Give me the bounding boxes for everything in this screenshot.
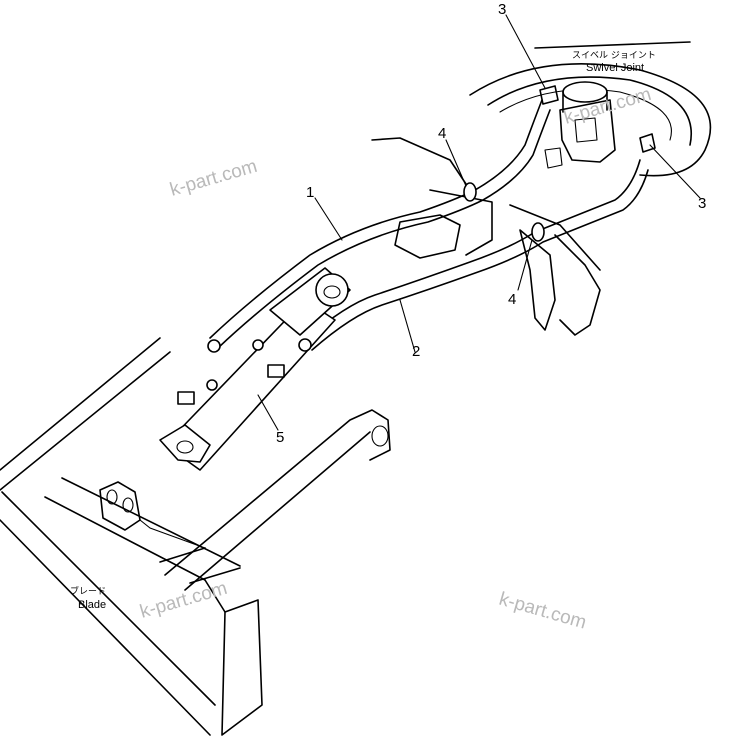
clamp-4-upper xyxy=(463,182,477,202)
swivel-joint-label-en: Swivel Joint xyxy=(586,62,644,74)
hose-1 xyxy=(209,99,551,349)
blade-cylinder-5 xyxy=(159,267,351,471)
hose-2 xyxy=(304,159,649,351)
swivel-joint-label-jp: スイベル ジョイント xyxy=(572,51,656,61)
callout-4-upper: 4 xyxy=(438,125,446,142)
swivel-joint-area xyxy=(469,41,712,177)
callout-5: 5 xyxy=(276,429,284,446)
leader-lines xyxy=(257,14,701,431)
blade-frame xyxy=(0,337,391,736)
callout-4-lower: 4 xyxy=(508,291,516,308)
watermark: k-part.com xyxy=(168,156,260,201)
swivel-joint-body xyxy=(559,99,616,163)
blade-label-en: Blade xyxy=(78,599,106,611)
callout-1: 1 xyxy=(306,184,314,201)
frame-members xyxy=(371,137,601,336)
clamp-4-lower xyxy=(531,222,545,242)
callout-3-right: 3 xyxy=(698,195,706,212)
callout-2: 2 xyxy=(412,343,420,360)
watermark: k-part.com xyxy=(138,578,230,623)
watermark: k-part.com xyxy=(497,589,589,634)
callout-3-top: 3 xyxy=(498,1,506,18)
blade-label-jp: ブレード xyxy=(70,585,106,597)
